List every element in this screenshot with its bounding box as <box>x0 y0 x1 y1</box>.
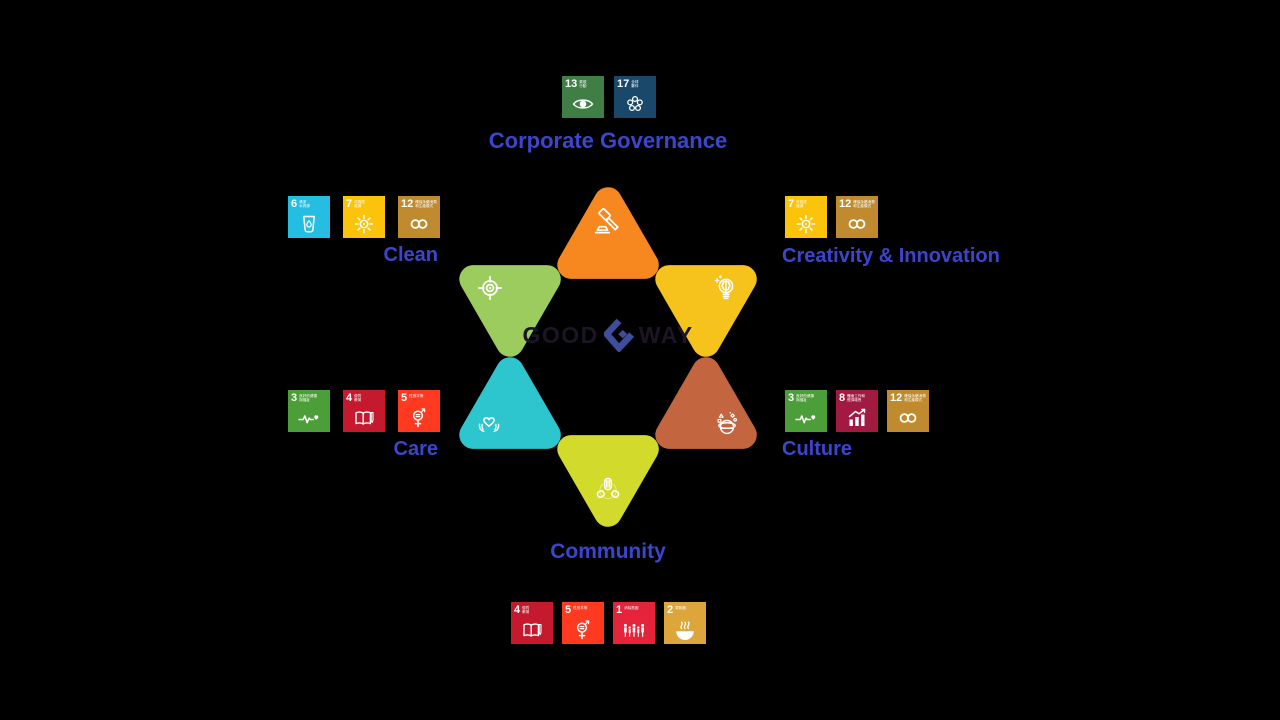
sdg-number: 12 <box>401 198 414 210</box>
sdg-caption: 性別平等 <box>409 394 424 398</box>
sdg-caption: 優質 教育 <box>522 606 530 615</box>
sdg-number: 4 <box>514 604 521 616</box>
sdg-number: 12 <box>839 198 852 210</box>
sdg-caption: 確保永續消費 和生產模式 <box>853 200 875 209</box>
label-corporate-governance: Corporate Governance <box>488 128 728 153</box>
gender-equality-icon <box>407 406 431 430</box>
sdg-caption: 優質 教育 <box>354 394 362 403</box>
label-clean: Clean <box>383 244 438 266</box>
sdg-caption: 氣候 行動 <box>579 80 587 89</box>
gavel-icon <box>594 208 619 234</box>
clean-water-glass-icon <box>297 212 321 236</box>
sdg-number: 7 <box>346 198 353 210</box>
sdg-caption: 良好的健康 與福祉 <box>796 394 815 403</box>
sdg-number: 13 <box>565 78 578 90</box>
sdg-number: 7 <box>788 198 795 210</box>
sdg-number: 17 <box>617 78 630 90</box>
consumption-infinity-icon <box>896 406 920 430</box>
sdg-caption: 零飢餓 <box>675 606 686 610</box>
growth-chart-icon <box>845 406 869 430</box>
sdg-number: 5 <box>565 604 572 616</box>
hands-unity-icon <box>596 477 620 500</box>
energy-sun-icon <box>794 212 818 236</box>
sdg-number: 8 <box>839 392 846 404</box>
goodway-logo: GOOD WAY <box>518 314 698 356</box>
bulb-brain-icon <box>714 275 734 300</box>
energy-sun-icon <box>352 212 376 236</box>
sdg-number: 3 <box>788 392 795 404</box>
consumption-infinity-icon <box>845 212 869 236</box>
logo-text-good: GOOD <box>522 321 599 348</box>
label-culture: Culture <box>782 438 852 460</box>
star-point-care <box>459 357 561 449</box>
sdg-caption: 性別平等 <box>573 606 588 610</box>
climate-eye-globe-icon <box>571 92 595 116</box>
sdg-caption: 全球 夥伴 <box>631 80 639 89</box>
no-poverty-family-icon <box>622 618 646 642</box>
sdg-number: 3 <box>291 392 298 404</box>
zero-hunger-bowl-icon <box>673 618 697 642</box>
sdg-number: 4 <box>346 392 353 404</box>
sdg-number: 12 <box>890 392 903 404</box>
sdg-number: 1 <box>616 604 623 616</box>
partnership-circle-ring-icon <box>623 92 647 116</box>
culture-globe-icon <box>717 412 738 435</box>
education-book-icon <box>520 618 544 642</box>
health-ekg-heart-icon <box>297 406 321 430</box>
consumption-infinity-icon <box>407 212 431 236</box>
target-icon <box>477 275 503 301</box>
education-book-icon <box>352 406 376 430</box>
logo-text-way: WAY <box>638 321 694 348</box>
sdg-caption: 可負擔 能源 <box>354 200 365 209</box>
sdg-caption: 可負擔 能源 <box>796 200 807 209</box>
sdg-number: 2 <box>667 604 674 616</box>
sdg-caption: 良好的健康 與福祉 <box>299 394 318 403</box>
sdg-caption: 確保永續消費 和生產模式 <box>904 394 926 403</box>
sdg-caption: 體面工作和 經濟增長 <box>847 394 866 403</box>
star-point-culture <box>655 357 757 449</box>
sdg-number: 6 <box>291 198 298 210</box>
label-creativity-innovation: Creativity & Innovation <box>782 245 1000 267</box>
sdg-caption: 確保永續消費 和生產模式 <box>415 200 437 209</box>
sdg-caption: 清潔 水資源 <box>299 200 310 209</box>
sdg-caption: 消除貧困 <box>624 606 639 610</box>
goodway-g-icon <box>603 318 634 352</box>
label-community: Community <box>550 540 666 563</box>
gender-equality-icon <box>571 618 595 642</box>
label-care: Care <box>393 438 438 460</box>
health-ekg-heart-icon <box>794 406 818 430</box>
sdg-number: 5 <box>401 392 408 404</box>
hands-heart-icon <box>478 417 500 433</box>
